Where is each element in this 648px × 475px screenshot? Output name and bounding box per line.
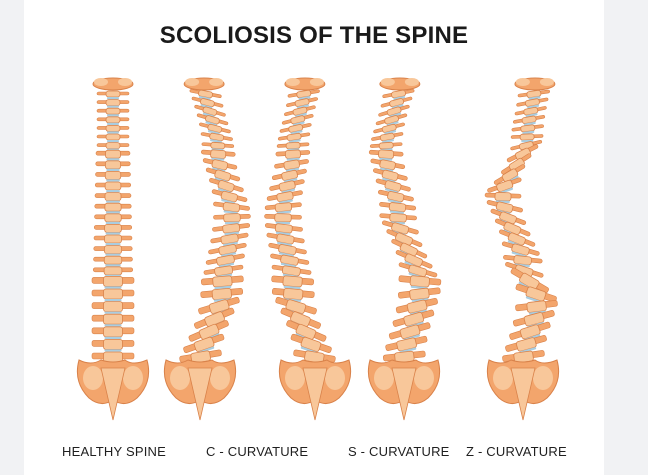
label-s-curvature: S - CURVATURE	[348, 444, 450, 459]
figure-card: SCOLIOSIS OF THE SPINE HEALTHY SPINE C -…	[24, 0, 604, 475]
spine-3	[264, 77, 352, 421]
spine-4	[367, 77, 442, 421]
label-z-curvature: Z - CURVATURE	[466, 444, 567, 459]
spine-2	[163, 77, 251, 421]
label-healthy-spine: HEALTHY SPINE	[62, 444, 166, 459]
diagram-title: SCOLIOSIS OF THE SPINE	[159, 22, 469, 49]
label-c-curvature: C - CURVATURE	[206, 444, 309, 459]
spine-illustrations	[76, 77, 560, 421]
spine-1	[76, 77, 150, 421]
spine-5	[484, 77, 560, 421]
